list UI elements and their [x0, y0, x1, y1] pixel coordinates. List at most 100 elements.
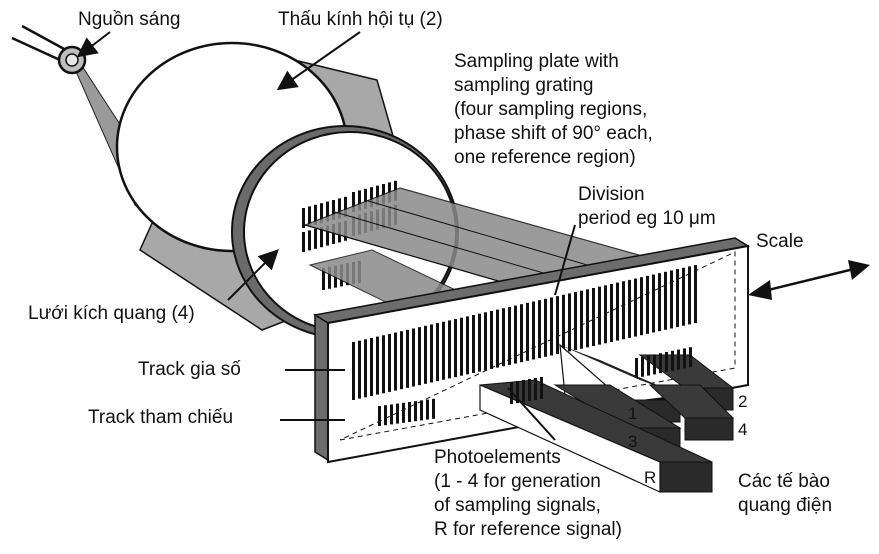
grating-bar [378, 406, 381, 426]
grating-bar [352, 192, 355, 212]
grating-bar [390, 404, 393, 425]
grating-bar [370, 337, 373, 396]
grating-bar [394, 332, 397, 391]
grating-bar [302, 208, 305, 228]
grating-bar [688, 266, 691, 325]
sampling-plate-label: Sampling plate with sampling grating (fo… [454, 50, 653, 170]
light-source-icon [11, 24, 87, 75]
grating-bar [472, 315, 475, 373]
grating-bar [574, 292, 577, 351]
grating-bar [598, 286, 601, 345]
grating-bar [388, 333, 391, 392]
grating-bar [326, 201, 329, 222]
photoelements-line: of sampling signals, [434, 495, 601, 516]
photoelement-2-label: 2 [738, 392, 748, 411]
grating-bar [640, 277, 643, 336]
grating-bar [538, 300, 541, 359]
condenser-lens-label: Thấu kính hội tụ (2) [278, 9, 443, 30]
grating-bar [406, 329, 409, 388]
photoelements-line: R for reference signal) [434, 519, 622, 540]
grating-bar [384, 405, 387, 426]
grating-bar [332, 224, 335, 244]
grating-bar [490, 310, 493, 369]
grating-bar [424, 325, 427, 384]
grating-bar [520, 304, 523, 363]
photoelement-4-label: 4 [738, 420, 748, 439]
grating-bar [514, 305, 517, 364]
grating-bar [314, 228, 317, 249]
sampling-plate-line: (four sampling regions, [454, 99, 648, 120]
grating-bar [664, 271, 667, 330]
grating-bar [408, 402, 411, 422]
grating-bar [402, 402, 405, 423]
grating-bar [442, 321, 445, 380]
grating-bar [534, 378, 537, 400]
grating-bar [689, 347, 692, 368]
sampling-plate-line: one reference region) [454, 147, 636, 168]
photoelements [479, 343, 735, 493]
photoelement-r-label: R [644, 468, 657, 487]
sampling-plate-line: sampling grating [454, 75, 594, 96]
grating-bar [460, 317, 463, 376]
division-period-line: period eg 10 μm [578, 208, 716, 229]
light-source-label: Nguồn sáng [78, 9, 181, 30]
grating-bar [635, 358, 638, 378]
grating-bar [516, 381, 519, 403]
photocells-line: quang điện [738, 495, 833, 516]
grating-bar [586, 289, 589, 348]
grating-bar [376, 185, 379, 206]
grating-bar [671, 350, 674, 371]
scale-graduation [352, 265, 697, 426]
grating-bar [376, 336, 379, 395]
grating-bar [426, 399, 429, 420]
grating-bar [677, 349, 680, 370]
grating-bar [532, 301, 535, 360]
grating-bar [436, 323, 439, 382]
grating-bar [616, 282, 619, 341]
grating-bar [414, 401, 417, 422]
photoelement-3-label: 3 [628, 432, 638, 451]
grating-bar [562, 294, 565, 353]
grating-bar [370, 187, 373, 208]
sampling-plate-line: Sampling plate with [454, 51, 619, 72]
grating-bar [418, 327, 421, 386]
grating-bar [328, 266, 331, 289]
sampling-plate-line: phase shift of 90° each, [454, 123, 653, 144]
grating-bar [430, 324, 433, 383]
photoelements-line: (1 - 4 for generation [434, 471, 601, 492]
photocells-label: Các tế bào quang điện [738, 470, 832, 518]
grating-bar [522, 380, 525, 402]
grating-bar [448, 320, 451, 379]
grating-bar [544, 298, 547, 357]
grating-bar [647, 355, 650, 376]
grating-bar [683, 348, 686, 369]
grating-bar [382, 335, 385, 394]
grating-bar [358, 340, 361, 399]
grating-bar [308, 230, 311, 251]
scanning-reticle-label: Lưới kích quang (4) [28, 303, 195, 324]
grating-bar [326, 225, 329, 246]
incremental-track-label: Track gia số [138, 359, 241, 380]
photoelements-label: Photoelements (1 - 4 for generation of s… [434, 446, 622, 542]
grating-bar [508, 306, 511, 365]
grating-bar [352, 342, 355, 400]
grating-bar [314, 204, 317, 225]
grating-bar [496, 309, 499, 368]
leader-lines [76, 31, 576, 441]
grating-bar [332, 200, 335, 220]
grating-bar [610, 283, 613, 342]
grating-bar [502, 308, 505, 367]
grating-bar [682, 267, 685, 326]
grating-bar [358, 190, 361, 211]
motion-arrow-icon [748, 260, 870, 300]
grating-bar [432, 398, 435, 419]
grating-bar [568, 293, 571, 352]
scale-label: Scale [756, 231, 804, 252]
grating-bar [478, 313, 481, 372]
grating-bar [338, 198, 341, 219]
grating-bar [628, 279, 631, 338]
grating-bar [652, 274, 655, 333]
grating-bar [412, 328, 415, 387]
grating-bar [364, 188, 367, 209]
